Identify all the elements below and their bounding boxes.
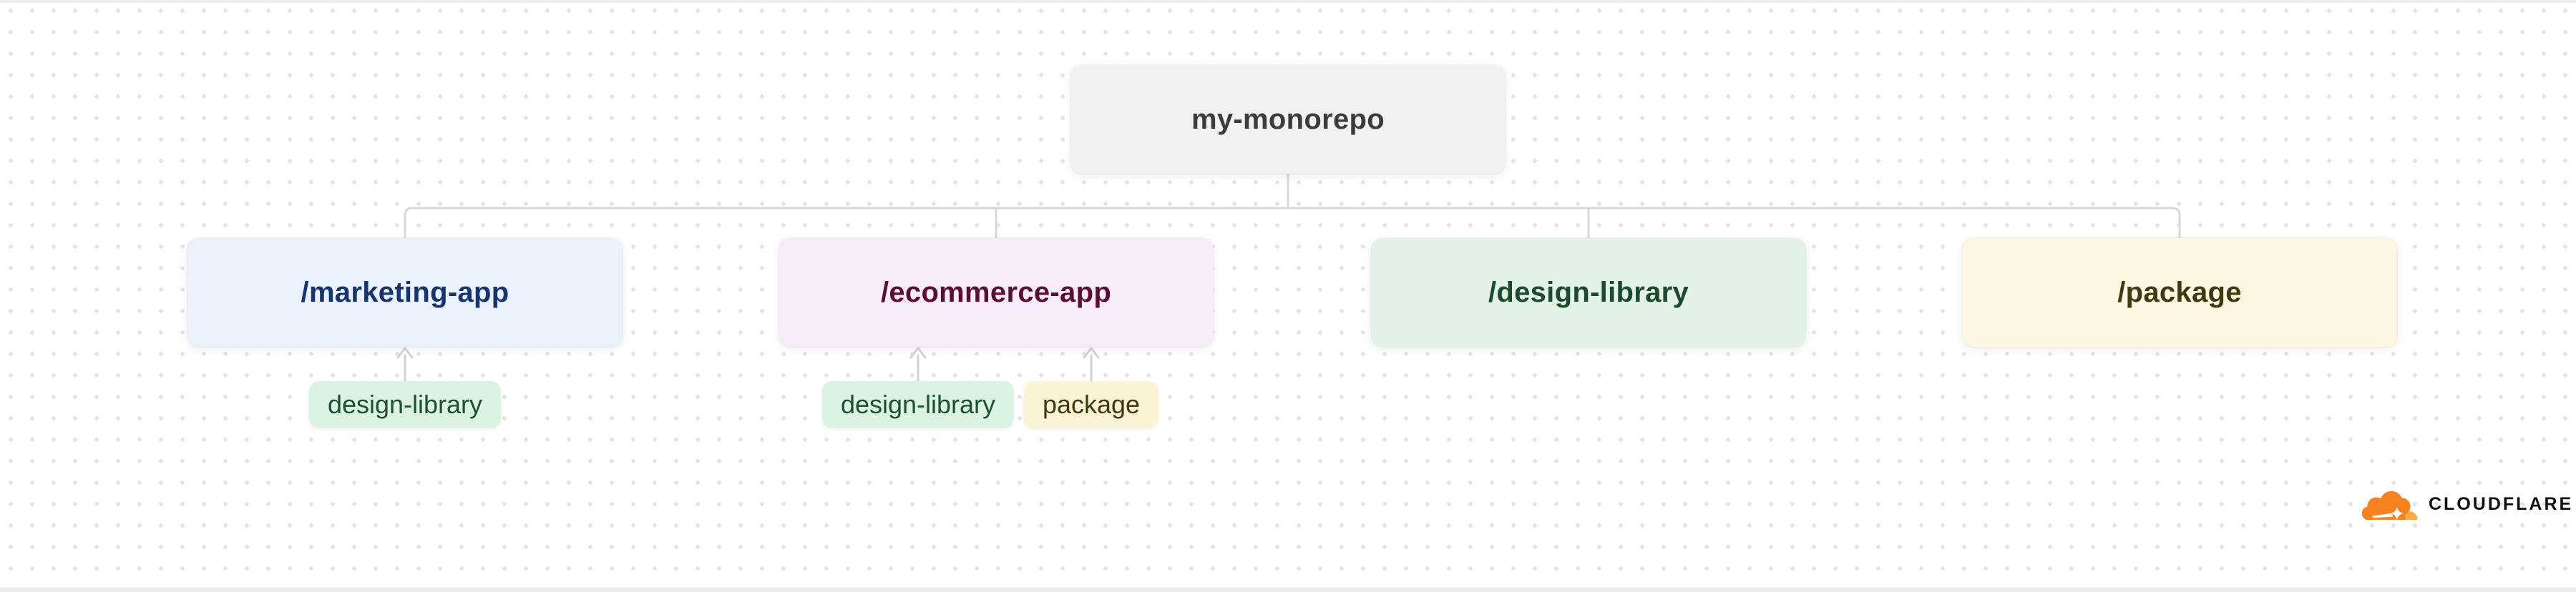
node-label: /marketing-app	[301, 276, 509, 308]
dependency-arrow-marketing	[396, 347, 414, 383]
canvas-top-border	[0, 0, 2576, 3]
tag-label: package	[1042, 390, 1141, 419]
arrowhead-up-icon	[1083, 347, 1100, 359]
node-ecommerce-app: /ecommerce-app	[779, 238, 1214, 347]
tag-ecommerce-design-library: design-library	[821, 381, 1015, 428]
node-label: /package	[2117, 276, 2242, 308]
arrowhead-up-icon	[909, 347, 927, 359]
node-package: /package	[1962, 238, 2397, 347]
tag-ecommerce-package: package	[1023, 381, 1159, 428]
node-design-library: /design-library	[1371, 238, 1806, 347]
arrowhead-up-icon	[396, 347, 414, 359]
node-label: /design-library	[1488, 276, 1689, 308]
tag-label: design-library	[840, 390, 996, 419]
dependency-arrow-ecommerce-design-library	[909, 347, 927, 383]
cloudflare-wordmark: CLOUDFLARE	[2429, 493, 2574, 514]
cloudflare-logo: CLOUDFLARE	[2361, 488, 2573, 521]
tag-label: design-library	[327, 390, 483, 419]
tag-marketing-design-library: design-library	[308, 381, 502, 428]
dependency-arrow-ecommerce-package	[1083, 347, 1100, 383]
node-marketing-app: /marketing-app	[187, 238, 623, 347]
node-label: /ecommerce-app	[880, 276, 1112, 308]
branch-bus-line	[404, 207, 2181, 238]
node-label: my-monorepo	[1191, 103, 1385, 135]
cloudflare-cloud-icon	[2361, 490, 2418, 520]
node-my-monorepo: my-monorepo	[1070, 65, 1506, 174]
canvas-bottom-border	[0, 588, 2576, 592]
